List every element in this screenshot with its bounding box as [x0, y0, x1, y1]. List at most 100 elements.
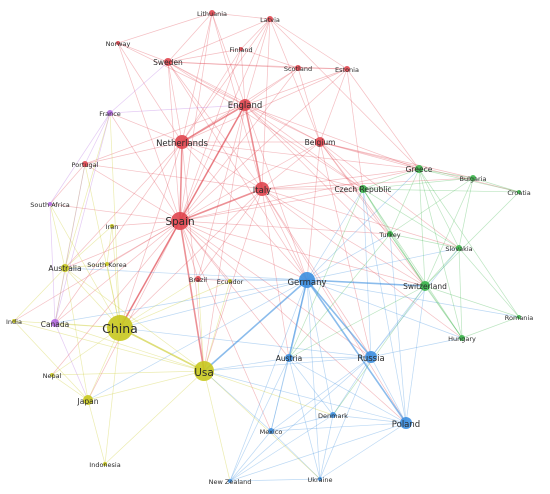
node-switzerland[interactable]	[420, 281, 430, 291]
node-brazil[interactable]	[195, 276, 201, 282]
edge-switzerland-hungary	[424, 285, 463, 339]
node-denmark[interactable]	[330, 412, 336, 418]
node-scotland[interactable]	[295, 65, 301, 71]
edge-scotland-belgium	[297, 67, 321, 143]
edge-italy-brazil	[197, 188, 263, 280]
edge-belgium-switzerland	[319, 141, 426, 287]
node-label-poland: Poland	[392, 420, 420, 430]
edge-italy-sweden	[167, 61, 263, 190]
edge-germany-japan	[87, 279, 308, 401]
edge-italy-china	[119, 188, 263, 329]
edge-netherlands-germany	[181, 141, 308, 281]
node-norway[interactable]	[116, 41, 120, 45]
node-croatia[interactable]	[517, 190, 521, 194]
node-indonesia[interactable]	[103, 462, 107, 466]
node-italy[interactable]	[255, 182, 269, 196]
node-canada[interactable]	[51, 319, 59, 327]
edge-spain-france	[109, 112, 181, 222]
node-latvia[interactable]	[267, 16, 273, 22]
node-czech-republic[interactable]	[359, 185, 367, 193]
node-south-africa[interactable]	[48, 202, 52, 206]
edge-latvia-finland	[240, 18, 271, 50]
node-bulgaria[interactable]	[470, 175, 476, 181]
edge-germany-china	[119, 279, 308, 329]
edge-spain-netherlands	[179, 141, 183, 222]
node-label-finland: Finland	[229, 46, 252, 54]
node-france[interactable]	[107, 110, 113, 116]
edge-germany-new-zealand	[229, 279, 308, 482]
node-hungary[interactable]	[459, 335, 465, 341]
edge-spain-latvia	[179, 18, 271, 222]
node-japan[interactable]	[83, 395, 93, 405]
edge-england-turkey	[244, 104, 391, 235]
edge-belgium-germany	[306, 141, 321, 281]
node-greece[interactable]	[415, 165, 423, 173]
edge-estonia-belgium	[319, 68, 348, 143]
node-nepal[interactable]	[50, 373, 54, 377]
edge-italy-latvia	[261, 18, 271, 190]
edge-spain-norway	[117, 42, 181, 222]
node-label-bulgaria: Bulgaria	[460, 175, 487, 183]
edge-sweden-czech-republic	[167, 61, 364, 190]
node-russia[interactable]	[365, 351, 377, 363]
node-label-nepal: Nepal	[43, 372, 62, 380]
edge-estonia-greece	[346, 68, 420, 170]
edge-italy-hungary	[261, 188, 463, 339]
node-slovakia[interactable]	[456, 245, 462, 251]
edge-germany-czech-republic	[306, 188, 364, 281]
node-estonia[interactable]	[344, 66, 350, 72]
node-ukraine[interactable]	[318, 477, 322, 481]
node-usa[interactable]	[194, 361, 214, 381]
node-romania[interactable]	[517, 315, 521, 319]
node-spain[interactable]	[171, 212, 189, 230]
edge-spain-sweden	[167, 61, 181, 222]
edge-japan-india	[13, 320, 89, 401]
node-australia[interactable]	[61, 264, 69, 272]
edge-usa-india	[13, 320, 205, 372]
node-austria[interactable]	[285, 354, 293, 362]
node-sweden[interactable]	[164, 58, 172, 66]
node-england[interactable]	[239, 99, 251, 111]
edge-switzerland-slovakia	[424, 247, 460, 287]
node-label-germany: Germany	[287, 278, 326, 288]
node-south-korea[interactable]	[105, 262, 109, 266]
node-netherlands[interactable]	[175, 135, 189, 149]
edge-spain-japan	[87, 220, 181, 401]
edge-poland-switzerland	[405, 285, 426, 424]
edge-italy-switzerland	[261, 188, 426, 287]
node-mexico[interactable]	[268, 428, 274, 434]
node-portugal[interactable]	[82, 161, 88, 167]
edge-spain-scotland	[179, 67, 299, 222]
edge-switzerland-turkey	[389, 233, 426, 287]
edge-sweden-estonia	[167, 61, 348, 70]
node-ecuador[interactable]	[228, 279, 232, 283]
edge-england-italy	[244, 104, 263, 190]
edge-netherlands-england	[181, 104, 246, 143]
node-china[interactable]	[107, 315, 133, 341]
node-label-hungary: Hungary	[448, 335, 476, 343]
edge-england-brazil	[197, 104, 246, 280]
edge-denmark-ukraine	[319, 414, 334, 480]
node-belgium[interactable]	[315, 137, 325, 147]
edge-denmark-new-zealand	[229, 414, 334, 482]
edge-germany-poland	[306, 279, 407, 424]
node-finland[interactable]	[239, 47, 243, 51]
edge-usa-ukraine	[203, 370, 321, 480]
edge-greece-turkey	[389, 168, 420, 235]
node-new-zealand[interactable]	[228, 479, 232, 483]
node-poland[interactable]	[400, 417, 412, 429]
node-iran[interactable]	[110, 224, 114, 228]
edge-belgium-bulgaria	[319, 141, 474, 179]
edge-poland-turkey	[389, 233, 407, 424]
edge-china-japan	[87, 327, 121, 401]
node-india[interactable]	[12, 319, 16, 323]
node-turkey[interactable]	[387, 231, 393, 237]
edge-china-south-africa	[49, 203, 121, 329]
edge-greece-bulgaria	[418, 168, 474, 179]
node-label-turkey: Turkey	[378, 231, 400, 239]
node-label-new-zealand: New Zealand	[209, 478, 252, 486]
node-germany[interactable]	[299, 272, 315, 288]
node-label-ecuador: Ecuador	[217, 278, 244, 286]
edge-greece-romania	[418, 168, 520, 318]
node-lithuania[interactable]	[209, 10, 215, 16]
